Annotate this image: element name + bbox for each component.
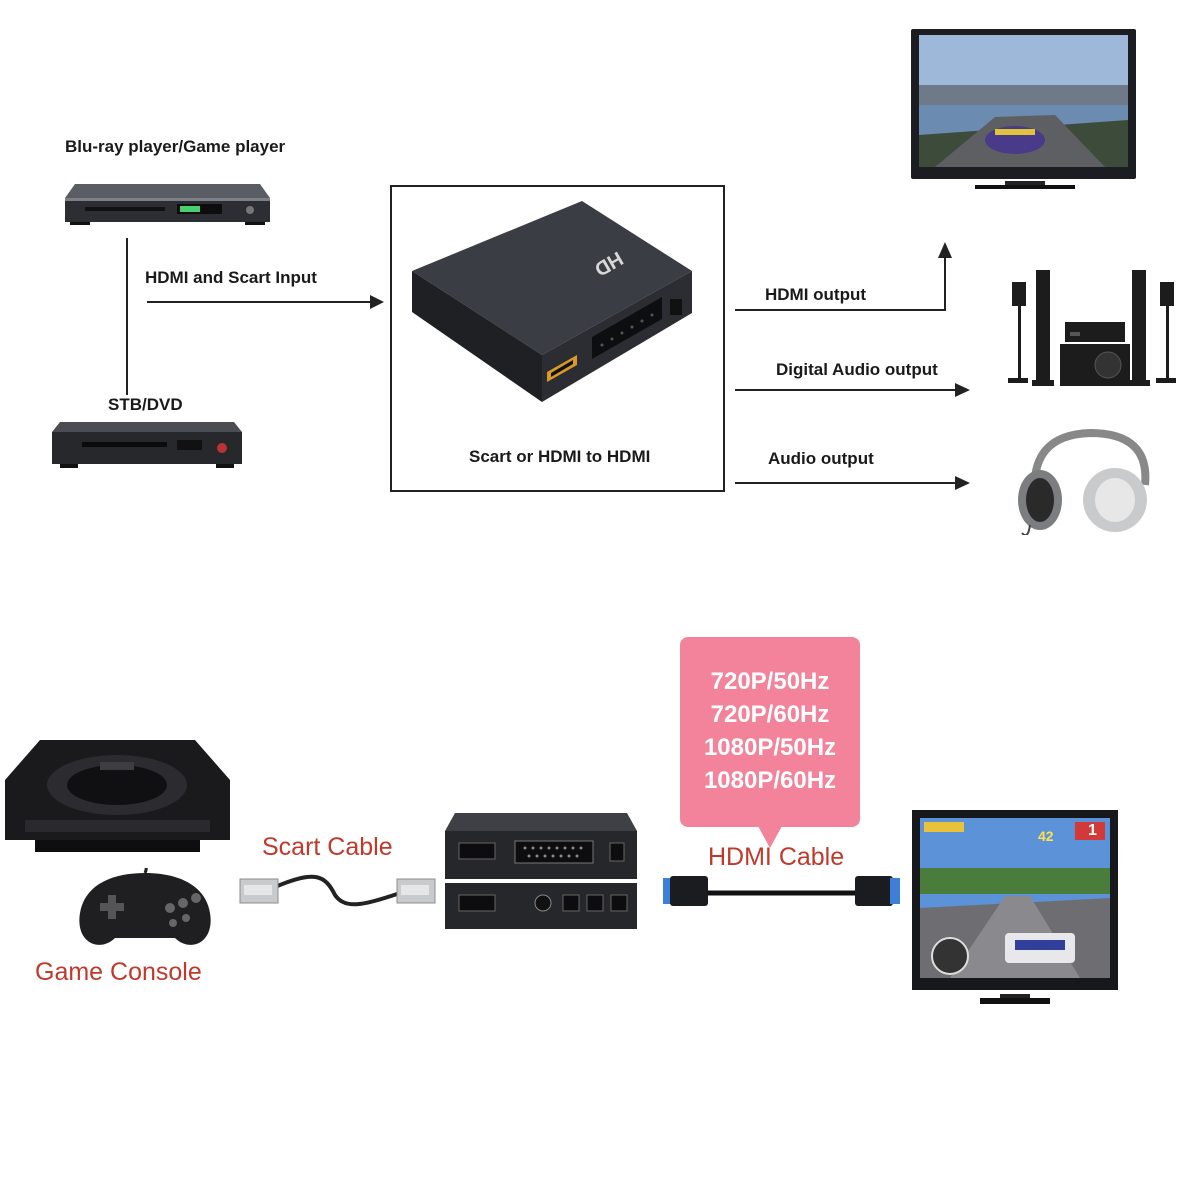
- converter-label: Scart or HDMI to HDMI: [469, 447, 651, 466]
- bluray-label: Blu-ray player/Game player: [65, 137, 286, 156]
- stb-dvd-box: [52, 420, 242, 470]
- hdmi-cable-label: HDMI Cable: [708, 843, 845, 871]
- bluray-player: [65, 180, 270, 225]
- hdmi-cable: [660, 872, 910, 912]
- headphones: [1010, 425, 1165, 535]
- converter-frame: HD: [390, 185, 725, 492]
- speaker-set: [1000, 262, 1185, 392]
- scart-cable-label: Scart Cable: [262, 833, 393, 861]
- resolution-item: 1080P/60Hz: [703, 767, 837, 794]
- hdtv-top: [905, 25, 1140, 190]
- resolution-item: 720P/60Hz: [710, 701, 830, 728]
- race-number: 42: [1038, 828, 1054, 844]
- game-console-label: Game Console: [35, 958, 202, 986]
- input-label: HDMI and Scart Input: [145, 268, 317, 287]
- resolution-item: 1080P/50Hz: [703, 734, 837, 761]
- game-console: [5, 740, 230, 855]
- controller-icon: [75, 868, 215, 953]
- resolution-bubble: 720P/50Hz 720P/60Hz 1080P/50Hz 1080P/60H…: [680, 637, 860, 827]
- resolution-item: 720P/50Hz: [710, 668, 830, 695]
- stb-label: STB/DVD: [108, 395, 183, 414]
- hdmi-output-label: HDMI output: [765, 285, 867, 304]
- resolution-list: 720P/50Hz 720P/60Hz 1080P/50Hz 1080P/60H…: [680, 665, 860, 797]
- audio-output-label: Audio output: [768, 449, 874, 468]
- converter-device: [445, 813, 637, 931]
- digital-audio-output-label: Digital Audio output: [776, 360, 938, 379]
- race-position: 1: [1088, 822, 1097, 839]
- scart-cable: [235, 865, 440, 920]
- hdtv-bottom: 42 1: [910, 808, 1120, 1008]
